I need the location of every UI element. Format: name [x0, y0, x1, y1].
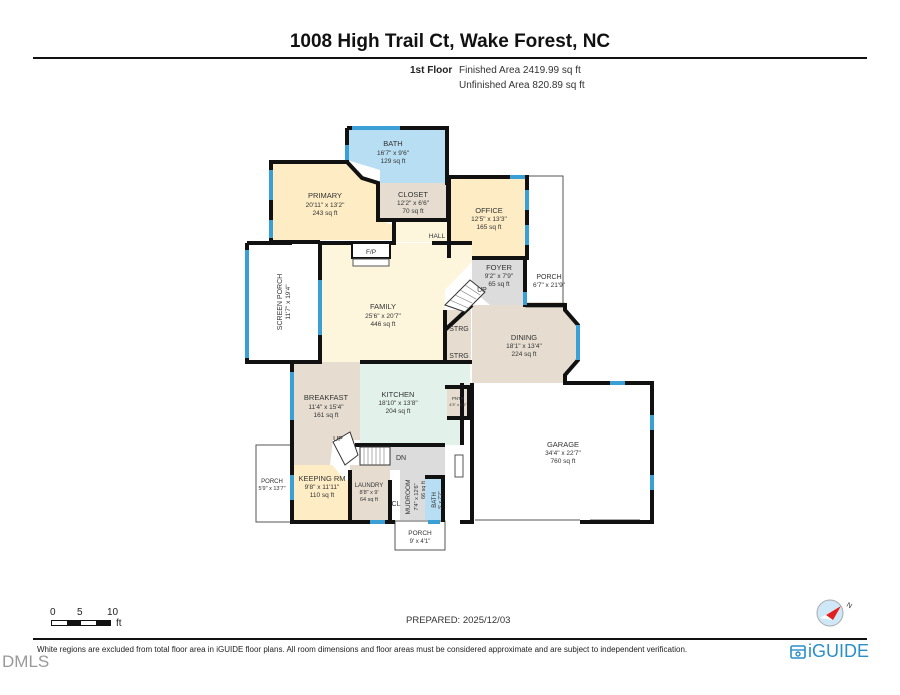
brand-name: iGUIDE: [808, 641, 870, 661]
room-labels: BATH 16'7" x 9'6" 129 sq ft PRIMARY 20'1…: [258, 139, 581, 545]
svg-text:F/P: F/P: [366, 249, 376, 256]
svg-text:446 sq ft: 446 sq ft: [371, 321, 396, 328]
svg-text:5'9" x 13'7": 5'9" x 13'7": [258, 486, 285, 492]
svg-text:CL: CL: [392, 501, 401, 508]
room-dims: 16'7" x 9'6": [377, 150, 410, 157]
garage-step: [454, 454, 464, 478]
room-name: BATH: [383, 139, 402, 148]
scale-unit: ft: [116, 618, 122, 629]
scale-tick-5: 5: [77, 607, 83, 618]
svg-text:STRG: STRG: [449, 353, 468, 360]
disclaimer-text: White regions are excluded from total fl…: [37, 645, 688, 654]
svg-text:6'7" x 21'9": 6'7" x 21'9": [533, 282, 566, 289]
floor-label: 1st Floor: [410, 65, 453, 76]
svg-text:PNTR: PNTR: [452, 396, 465, 401]
svg-text:70 sq ft: 70 sq ft: [402, 208, 424, 215]
svg-text:224 sq ft: 224 sq ft: [512, 351, 537, 358]
svg-text:MUDROOM: MUDROOM: [405, 479, 412, 514]
svg-text:12'2" x 6'6": 12'2" x 6'6": [397, 200, 430, 207]
scale-tick-10: 10: [107, 607, 119, 618]
svg-text:64 sq ft: 64 sq ft: [360, 497, 379, 503]
stair-treads: [363, 284, 481, 465]
svg-text:KITCHEN: KITCHEN: [382, 390, 415, 399]
svg-text:SCREEN PORCH: SCREEN PORCH: [277, 274, 284, 330]
svg-text:25'6" x 20'7": 25'6" x 20'7": [365, 313, 401, 320]
finished-area: Finished Area 2419.99 sq ft: [459, 65, 581, 76]
svg-text:9'2" x 7'9": 9'2" x 7'9": [485, 273, 514, 280]
svg-text:5' x 7'2": 5' x 7'2": [438, 491, 444, 509]
svg-text:9'8" x 11'11": 9'8" x 11'11": [305, 484, 340, 491]
svg-text:HALL: HALL: [429, 233, 446, 240]
svg-text:161 sq ft: 161 sq ft: [314, 412, 339, 419]
dmls-watermark: DMLS: [2, 652, 50, 671]
svg-text:LAUNDRY: LAUNDRY: [355, 483, 384, 489]
svg-text:PORCH: PORCH: [408, 530, 432, 537]
iguide-logo-icon: [790, 644, 806, 659]
svg-text:18'10" x 13'8": 18'10" x 13'8": [378, 400, 418, 407]
bottom-divider: [33, 638, 867, 640]
svg-text:66 sq ft: 66 sq ft: [421, 481, 427, 500]
iguide-logo: iGUIDE: [790, 641, 869, 662]
svg-text:UP: UP: [333, 436, 343, 443]
svg-text:FAMILY: FAMILY: [370, 302, 396, 311]
svg-text:18'1" x 13'4": 18'1" x 13'4": [506, 343, 542, 350]
stairs: [332, 279, 486, 466]
scale-bar-graphic: [51, 620, 111, 626]
svg-text:204 sq ft: 204 sq ft: [386, 408, 411, 415]
svg-text:OFFICE: OFFICE: [475, 206, 503, 215]
svg-text:8'8" x 9': 8'8" x 9': [359, 490, 378, 496]
svg-text:STRG: STRG: [449, 326, 468, 333]
svg-text:KEEPING RM: KEEPING RM: [298, 474, 345, 483]
svg-text:CLOSET: CLOSET: [398, 190, 428, 199]
page-title: 1008 High Trail Ct, Wake Forest, NC: [289, 31, 611, 52]
svg-text:11'4" x 15'4": 11'4" x 15'4": [308, 404, 344, 411]
top-divider: [33, 57, 867, 59]
compass-north-label: N: [845, 602, 853, 611]
svg-text:165 sq ft: 165 sq ft: [477, 224, 502, 231]
svg-text:11'7" x 19'4": 11'7" x 19'4": [285, 284, 292, 320]
prepared-date: PREPARED: 2025/12/03: [406, 615, 511, 626]
svg-text:GARAGE: GARAGE: [547, 440, 579, 449]
svg-text:FOYER: FOYER: [486, 263, 512, 272]
room-area: 129 sq ft: [381, 158, 406, 165]
compass-icon: N: [816, 599, 853, 627]
svg-text:34'4" x 22'7": 34'4" x 22'7": [545, 450, 581, 457]
svg-text:PORCH: PORCH: [536, 274, 561, 281]
svg-text:4'3" x 5'6": 4'3" x 5'6": [449, 402, 467, 407]
svg-text:BREAKFAST: BREAKFAST: [304, 393, 349, 402]
svg-text:UP: UP: [477, 287, 487, 294]
svg-text:DN: DN: [396, 455, 406, 462]
svg-text:PRIMARY: PRIMARY: [308, 191, 342, 200]
svg-text:12'5" x 13'3": 12'5" x 13'3": [471, 216, 507, 223]
svg-text:20'11" x 13'2": 20'11" x 13'2": [306, 202, 345, 209]
svg-text:9' x 4'1": 9' x 4'1": [410, 539, 431, 545]
scale-bar: 0 5 10 ft: [50, 607, 140, 631]
svg-text:BATH: BATH: [432, 492, 438, 508]
svg-text:65 sq ft: 65 sq ft: [488, 281, 510, 288]
floor-plan: BATH 16'7" x 9'6" 129 sq ft PRIMARY 20'1…: [245, 126, 654, 551]
svg-text:110 sq ft: 110 sq ft: [310, 492, 335, 499]
svg-text:760 sq ft: 760 sq ft: [551, 458, 576, 465]
svg-text:243 sq ft: 243 sq ft: [313, 210, 338, 217]
unfinished-area: Unfinished Area 820.89 sq ft: [459, 80, 585, 91]
room-fills: [271, 130, 578, 520]
svg-text:7'4" x 12'6": 7'4" x 12'6": [414, 483, 420, 510]
scale-tick-0: 0: [50, 607, 56, 618]
windows: [245, 126, 654, 524]
svg-text:PORCH: PORCH: [261, 479, 283, 485]
svg-text:DINING: DINING: [511, 333, 537, 342]
fireplace: [351, 242, 391, 267]
